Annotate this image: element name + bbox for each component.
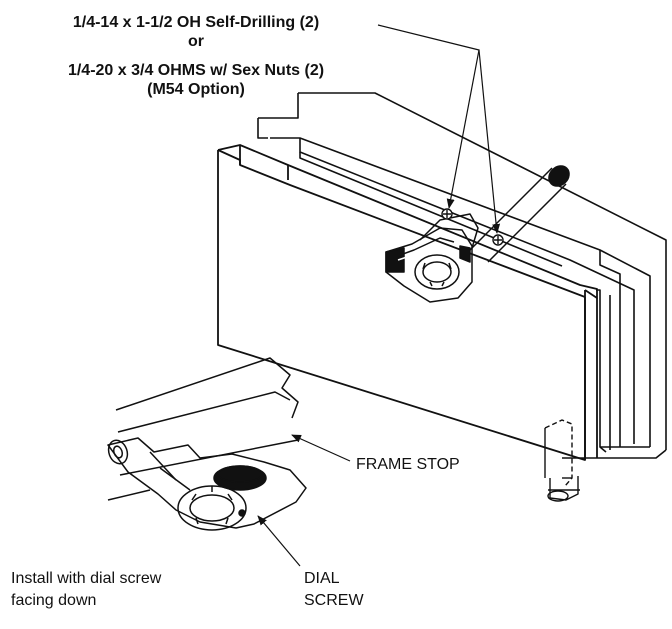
lock-base-plate: [385, 227, 473, 303]
frame-stop-label: FRAME STOP: [356, 456, 460, 473]
sash-top-face: [217, 144, 598, 299]
sash-front-face: [217, 150, 586, 461]
callout-line-3: 1/4-20 x 3/4 OHMS w/ Sex Nuts (2): [68, 62, 324, 79]
detail-frame-top: [115, 357, 299, 419]
callout-line-4: (M54 Option): [147, 81, 245, 98]
dial-screw-leader: [257, 515, 301, 567]
leader-to-right-screw: [478, 49, 501, 234]
frame-bottom-edge: [562, 449, 667, 459]
callout-leaders: [377, 24, 501, 234]
lock-handle-tube: [467, 167, 567, 263]
hinge-detail: [544, 419, 580, 502]
frame-rail-3: [599, 250, 621, 447]
window-frame: [257, 92, 667, 459]
leader-to-left-screw: [377, 24, 480, 209]
detail-leaders: [257, 434, 351, 567]
handle-tube-end: [548, 165, 570, 187]
callout-line-1: 1/4-14 x 1-1/2 OH Self-Drilling (2): [73, 14, 319, 31]
install-note-line1: Install with dial screw: [11, 570, 162, 587]
callout-line-2: or: [188, 33, 204, 50]
frame-rail-2: [299, 138, 635, 444]
frame-stop-leader: [291, 434, 351, 462]
frame-outer-edge: [298, 92, 667, 450]
dial-screw-label-line1: DIAL: [304, 570, 340, 587]
mounting-screws: [441, 208, 504, 246]
sash-lock-installed: [385, 165, 570, 303]
sash-panel: [217, 144, 598, 461]
detail-handle-end: [107, 439, 129, 465]
frame-rail-1: [270, 137, 651, 447]
fastener-callout: 1/4-14 x 1-1/2 OH Self-Drilling (2) or 1…: [68, 14, 324, 98]
lock-dial: [414, 254, 460, 290]
install-note-line2: facing down: [11, 592, 96, 609]
detail-lock-body: [107, 437, 307, 529]
dial-screw-label-line2: SCREW: [304, 592, 364, 609]
detail-view: [107, 357, 307, 531]
frame-top-step: [258, 93, 299, 119]
